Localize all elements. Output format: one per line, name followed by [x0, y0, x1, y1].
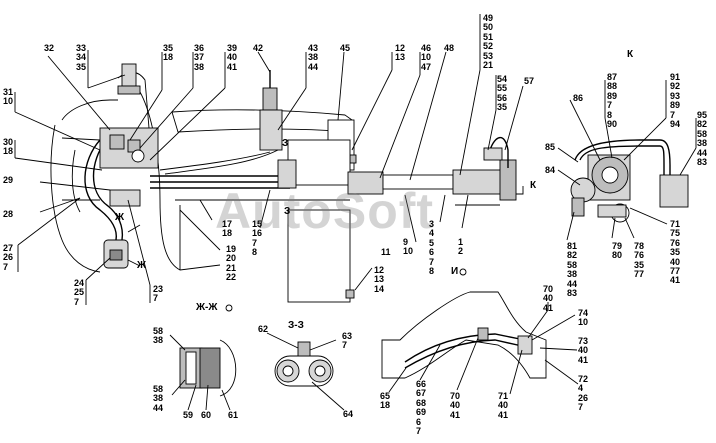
lower-duct [381, 291, 547, 379]
callout-58-38-44: 58 38 44 [153, 384, 164, 413]
callout-65: 65 18 [380, 391, 391, 411]
callout-86: 86 [573, 93, 584, 103]
bottom-left-fitting [103, 239, 129, 269]
callout-60: 60 [201, 410, 212, 420]
callout-19: 19 20 21 22 [226, 244, 237, 283]
callout-42: 42 [253, 43, 264, 53]
valve-block [99, 63, 159, 207]
watermark: AutoSoft [215, 183, 435, 239]
callout-12-13-14: 12 13 14 [374, 265, 385, 294]
section-title-k: К [627, 49, 634, 60]
callout-84: 84 [545, 165, 556, 175]
callout-58-38: 58 38 [153, 326, 164, 346]
callout-15: 15 16 7 8 [252, 219, 263, 258]
callout-28: 28 [3, 209, 14, 219]
callout-78: 78 76 35 77 [634, 241, 645, 280]
main-body-outline [50, 71, 353, 273]
callout-27: 27 26 7 [3, 243, 14, 272]
section-arrow-zh-2: Ж [137, 260, 147, 271]
section-arrow-zh-1: Ж [115, 212, 125, 223]
lever-42 [259, 70, 283, 151]
callout-85: 85 [545, 142, 556, 152]
long-shaft [347, 136, 517, 206]
callout-43: 43 38 44 [308, 43, 319, 72]
callout-79: 79 80 [612, 241, 623, 261]
section-zh-zh-part [179, 339, 237, 397]
leader-lines [14, 14, 697, 411]
callout-3: 3 4 5 6 7 8 [429, 219, 435, 277]
section-arrow-z-1: З [282, 138, 289, 149]
callout-36: 36 37 38 [194, 43, 205, 72]
section-title-z-z: З-З [288, 320, 304, 331]
callout-33: 33 34 35 [76, 43, 87, 72]
callout-45: 45 [340, 43, 351, 53]
callout-66: 66 67 68 69 6 7 [416, 379, 427, 437]
callout-24: 24 25 7 [74, 278, 85, 307]
callout-95: 95 82 58 38 44 83 [697, 110, 708, 168]
callout-23: 23 7 [153, 284, 164, 304]
left-hoses [71, 139, 124, 241]
section-arrow-z-2: З [284, 206, 291, 217]
callout-70-top: 70 40 41 [543, 284, 554, 313]
center-column [277, 139, 355, 303]
horizontal-pipes [150, 149, 290, 189]
callout-57: 57 [524, 76, 535, 86]
callout-9: 9 10 [403, 237, 414, 257]
callout-46: 46 10 47 [421, 43, 432, 72]
callout-29: 29 [3, 175, 14, 185]
callout-81: 81 82 58 38 44 83 [567, 241, 578, 299]
section-arrow-i: И [451, 266, 459, 277]
callout-74: 74 10 [578, 308, 589, 328]
callout-59: 59 [183, 410, 194, 420]
callout-62: 62 [258, 324, 269, 334]
callout-71-bottom: 71 40 41 [498, 391, 509, 420]
k-view-assembly [570, 139, 689, 223]
callout-1: 1 2 [458, 237, 464, 257]
callout-35-18: 35 18 [163, 43, 174, 63]
callout-49: 49 50 51 52 53 21 [483, 13, 494, 71]
callout-17: 17 18 [222, 219, 233, 239]
callout-11: 11 [381, 247, 391, 257]
callout-64: 64 [343, 409, 354, 419]
callout-61: 61 [228, 410, 239, 420]
section-z-z-part [274, 341, 334, 387]
callout-32: 32 [44, 43, 55, 53]
callout-31: 31 10 [3, 87, 14, 107]
callout-54: 54 55 56 35 [497, 74, 508, 113]
callout-72: 72 4 26 7 [578, 374, 589, 413]
section-arrow-k: К [530, 180, 537, 191]
callout-48: 48 [444, 43, 455, 53]
section-title-zh-zh: Ж-Ж [196, 302, 218, 313]
callout-87: 87 88 89 7 8 90 [607, 72, 618, 130]
callout-70-bottom: 70 40 41 [450, 391, 461, 420]
callout-71-75: 71 75 76 35 40 77 41 [670, 219, 681, 286]
section-markers [127, 186, 524, 312]
callout-91: 91 92 93 89 7 94 [670, 72, 681, 130]
callout-63: 63 7 [342, 331, 353, 351]
callout-73: 73 40 41 [578, 336, 589, 365]
callout-30: 30 18 [3, 137, 14, 157]
callout-12-13-top: 12 13 [395, 43, 406, 63]
callout-39: 39 40 41 [227, 43, 238, 72]
